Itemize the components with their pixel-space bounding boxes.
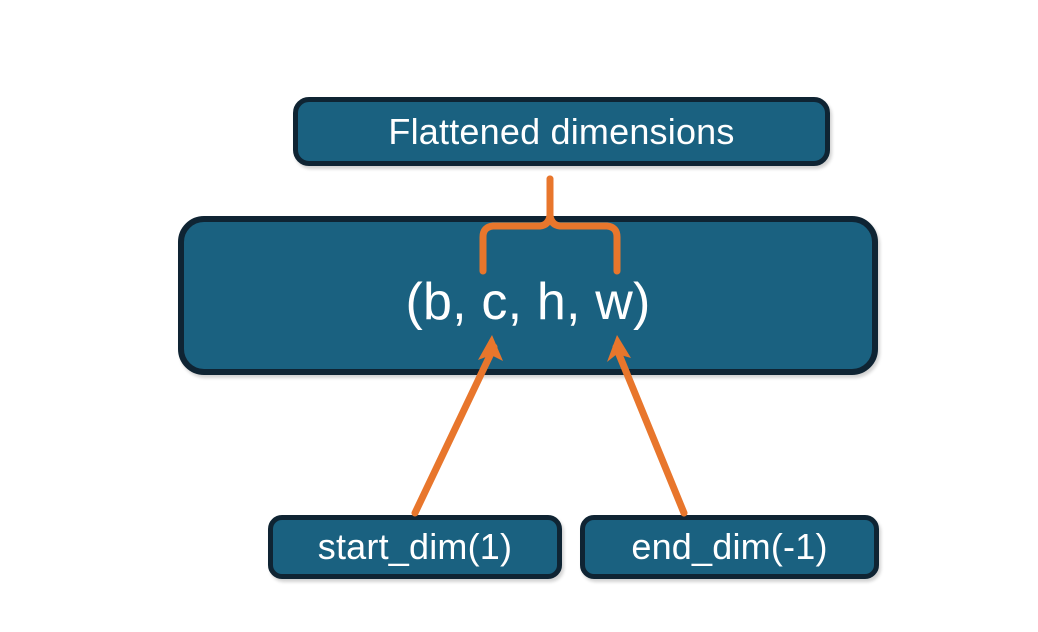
tensor-shape-node: (b, c, h, w) [178, 216, 878, 375]
start-dim-label: start_dim(1) [317, 526, 513, 567]
flattened-dimensions-label: Flattened dimensions [388, 110, 735, 152]
end-dim-node: end_dim(-1) [580, 515, 879, 579]
start-dim-node: start_dim(1) [268, 515, 562, 579]
end-dim-label: end_dim(-1) [631, 526, 828, 567]
tensor-shape-label: (b, c, h, w) [405, 272, 651, 331]
flattened-dimensions-node: Flattened dimensions [293, 97, 830, 166]
